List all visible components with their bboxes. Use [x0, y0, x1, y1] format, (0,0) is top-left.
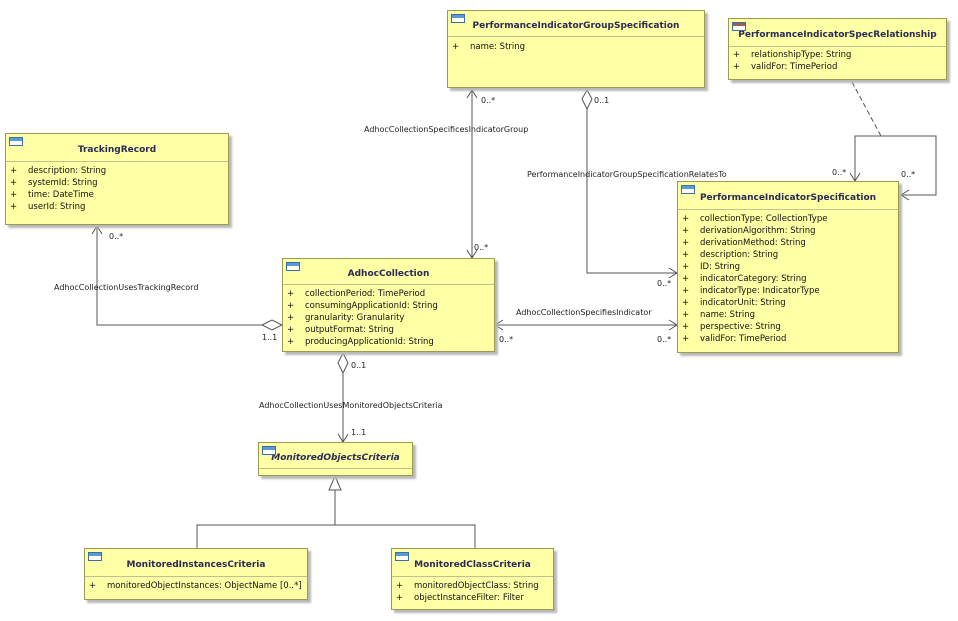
class-name: MonitoredInstancesCriteria	[126, 560, 266, 570]
attribute: +indicatorType: IndicatorType	[682, 286, 820, 296]
class-header: PerformanceIndicatorGroupSpecification	[448, 11, 704, 37]
assoc-label-group-relates-to: PerformanceIndicatorGroupSpecificationRe…	[527, 170, 727, 179]
class-name: TrackingRecord	[77, 145, 157, 155]
aggregation-diamond-icon	[337, 351, 349, 375]
mult-label: 0..*	[481, 96, 496, 105]
class-tracking-record[interactable]: TrackingRecord +description: String +sys…	[5, 133, 229, 225]
aggregation-diamond-icon	[581, 88, 593, 111]
generalization-line	[196, 490, 476, 548]
mult-label: 0..1	[351, 361, 367, 370]
attribute: +indicatorUnit: String	[682, 298, 786, 308]
class-header: PerformanceIndicatorSpecRelationship	[729, 19, 946, 47]
class-header: PerformanceIndicatorSpecification	[678, 182, 898, 210]
mult-label: 0..*	[474, 243, 489, 252]
class-header: TrackingRecord	[6, 134, 228, 162]
assoc-line-group-relates-to	[586, 109, 677, 274]
mult-label: 0..*	[657, 335, 672, 344]
class-header: AdhocCollection	[283, 259, 494, 285]
class-icon	[681, 185, 695, 194]
attribute: +validFor: TimePeriod	[733, 62, 838, 72]
attribute: +description: String	[10, 166, 107, 176]
class-icon	[88, 552, 102, 561]
class-name: MonitoredClassCriteria	[414, 560, 531, 570]
class-icon	[262, 446, 276, 455]
attribute: +monitoredObjectClass: String	[396, 581, 539, 591]
class-icon	[9, 137, 23, 146]
attribute: +systemId: String	[10, 178, 98, 188]
generalization-triangle-icon	[328, 474, 342, 491]
class-monitored-class-criteria[interactable]: MonitoredClassCriteria +monitoredObjectC…	[391, 548, 554, 610]
class-adhoc-collection[interactable]: AdhocCollection +collectionPeriod: TimeP…	[282, 258, 495, 352]
attribute: +derivationAlgorithm: String	[682, 226, 816, 236]
mult-label: 0..*	[832, 168, 847, 177]
class-name: AdhocCollection	[347, 269, 430, 279]
attribute: +objectInstanceFilter: Filter	[396, 593, 524, 603]
mult-label: 0..*	[499, 335, 514, 344]
mult-label: 0..*	[901, 170, 916, 179]
attribute: +userId: String	[10, 202, 86, 212]
class-icon	[395, 552, 409, 561]
aggregation-diamond-icon	[260, 319, 284, 331]
class-name: PerformanceIndicatorSpecification	[699, 193, 877, 203]
class-performance-indicator-spec-relationship[interactable]: PerformanceIndicatorSpecRelationship +re…	[728, 18, 947, 80]
class-monitored-instances-criteria[interactable]: MonitoredInstancesCriteria +monitoredObj…	[84, 548, 308, 600]
attribute: +producingApplicationId: String	[287, 337, 434, 347]
attribute: +collectionType: CollectionType	[682, 214, 828, 224]
class-performance-indicator-group-specification[interactable]: PerformanceIndicatorGroupSpecification +…	[447, 10, 705, 88]
mult-label: 0..*	[109, 232, 124, 241]
class-header: MonitoredObjectsCriteria	[259, 443, 412, 469]
attribute: +indicatorCategory: String	[682, 274, 807, 284]
class-performance-indicator-specification[interactable]: PerformanceIndicatorSpecification +colle…	[677, 181, 899, 353]
attribute: +consumingApplicationId: String	[287, 301, 438, 311]
arrowhead-icon	[900, 189, 910, 201]
mult-label: 0..*	[657, 279, 672, 288]
attribute: +granularity: Granularity	[287, 313, 405, 323]
class-name: MonitoredObjectsCriteria	[271, 453, 400, 463]
association-class-link	[851, 81, 882, 137]
attribute: +outputFormat: String	[287, 325, 394, 335]
assoc-line-self-relationship	[854, 135, 937, 196]
arrowhead-icon	[91, 225, 103, 235]
attribute: +relationshipType: String	[733, 50, 852, 60]
attribute: +description: String	[682, 250, 779, 260]
class-icon	[732, 22, 746, 31]
assoc-label-specifies-indicator-group: AdhocCollectionSpecificesIndicatorGroup	[364, 125, 529, 134]
attribute: +validFor: TimePeriod	[682, 334, 787, 344]
attribute: +derivationMethod: String	[682, 238, 806, 248]
class-icon	[286, 262, 300, 271]
arrowhead-icon	[466, 89, 478, 99]
arrowhead-icon	[494, 319, 504, 331]
assoc-label-specifies-indicator: AdhocCollectionSpecifiesIndicator	[516, 308, 652, 317]
attribute: +monitoredObjectInstances: ObjectName [0…	[89, 581, 302, 591]
assoc-line-uses-tracking-record	[96, 226, 262, 326]
mult-label: 0..1	[594, 96, 610, 105]
class-monitored-objects-criteria[interactable]: MonitoredObjectsCriteria	[258, 442, 413, 476]
class-header: MonitoredInstancesCriteria	[85, 549, 307, 577]
attribute: +perspective: String	[682, 322, 781, 332]
attribute: +name: String	[682, 310, 756, 320]
assoc-label-uses-tracking-record: AdhocCollectionUsesTrackingRecord	[54, 283, 199, 292]
assoc-label-uses-monitored-objects-criteria: AdhocCollectionUsesMonitoredObjectsCrite…	[259, 401, 443, 410]
mult-label: 1..1	[262, 333, 278, 342]
class-icon	[451, 14, 465, 23]
attribute: +time: DateTime	[10, 190, 94, 200]
attribute: +name: String	[452, 42, 526, 52]
attribute: +ID: String	[682, 262, 740, 272]
class-name: PerformanceIndicatorSpecRelationship	[738, 30, 937, 40]
class-header: MonitoredClassCriteria	[392, 549, 553, 577]
class-name: PerformanceIndicatorGroupSpecification	[472, 21, 680, 31]
attribute: +collectionPeriod: TimePeriod	[287, 289, 426, 299]
mult-label: 1..1	[351, 428, 367, 437]
